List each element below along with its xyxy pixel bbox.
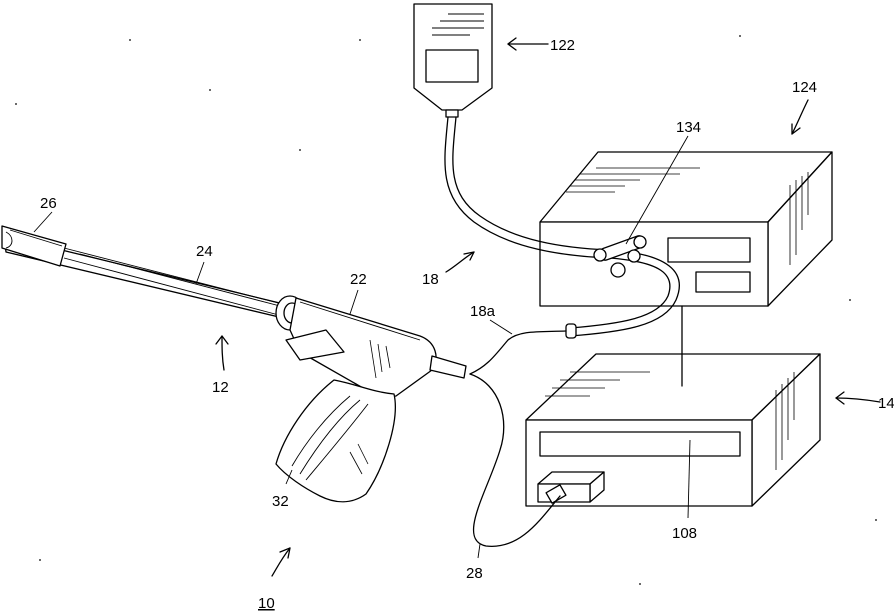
label-10: 10 [258, 595, 275, 612]
reference-labels: 26 24 22 12 32 10 18 18a 28 122 124 134 … [40, 37, 894, 612]
label-124: 124 [792, 79, 817, 96]
label-32: 32 [272, 493, 289, 510]
handpiece [2, 226, 466, 502]
label-108: 108 [672, 525, 697, 542]
lower-console [526, 354, 820, 506]
upper-console [540, 152, 832, 306]
fluid-bag [414, 4, 492, 117]
label-122: 122 [550, 37, 575, 54]
label-24: 24 [196, 243, 213, 260]
label-12: 12 [212, 379, 229, 396]
label-18a: 18a [470, 303, 496, 320]
label-134: 134 [676, 119, 701, 136]
label-22: 22 [350, 271, 367, 288]
label-28: 28 [466, 565, 483, 582]
label-26: 26 [40, 195, 57, 212]
label-14: 14 [878, 395, 894, 412]
label-18: 18 [422, 271, 439, 288]
